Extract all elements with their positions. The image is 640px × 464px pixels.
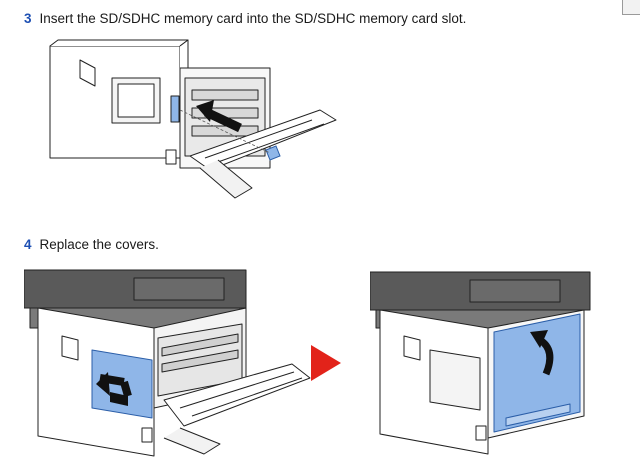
step-text: Replace the covers. (40, 237, 159, 252)
next-step-arrow-icon (307, 343, 343, 383)
step-3-instruction: 3 Insert the SD/SDHC memory card into the… (24, 11, 466, 27)
step-number: 4 (24, 237, 32, 252)
step-4-instruction: 4 Replace the covers. (24, 237, 159, 253)
step-text: Insert the SD/SDHC memory card into the … (40, 11, 467, 26)
replace-cover-open-illustration (24, 268, 314, 458)
replace-cover-closed-illustration (370, 270, 592, 456)
scrollbar-corner[interactable] (622, 0, 640, 15)
sd-card-insert-illustration (40, 38, 340, 203)
step-number: 3 (24, 11, 32, 26)
